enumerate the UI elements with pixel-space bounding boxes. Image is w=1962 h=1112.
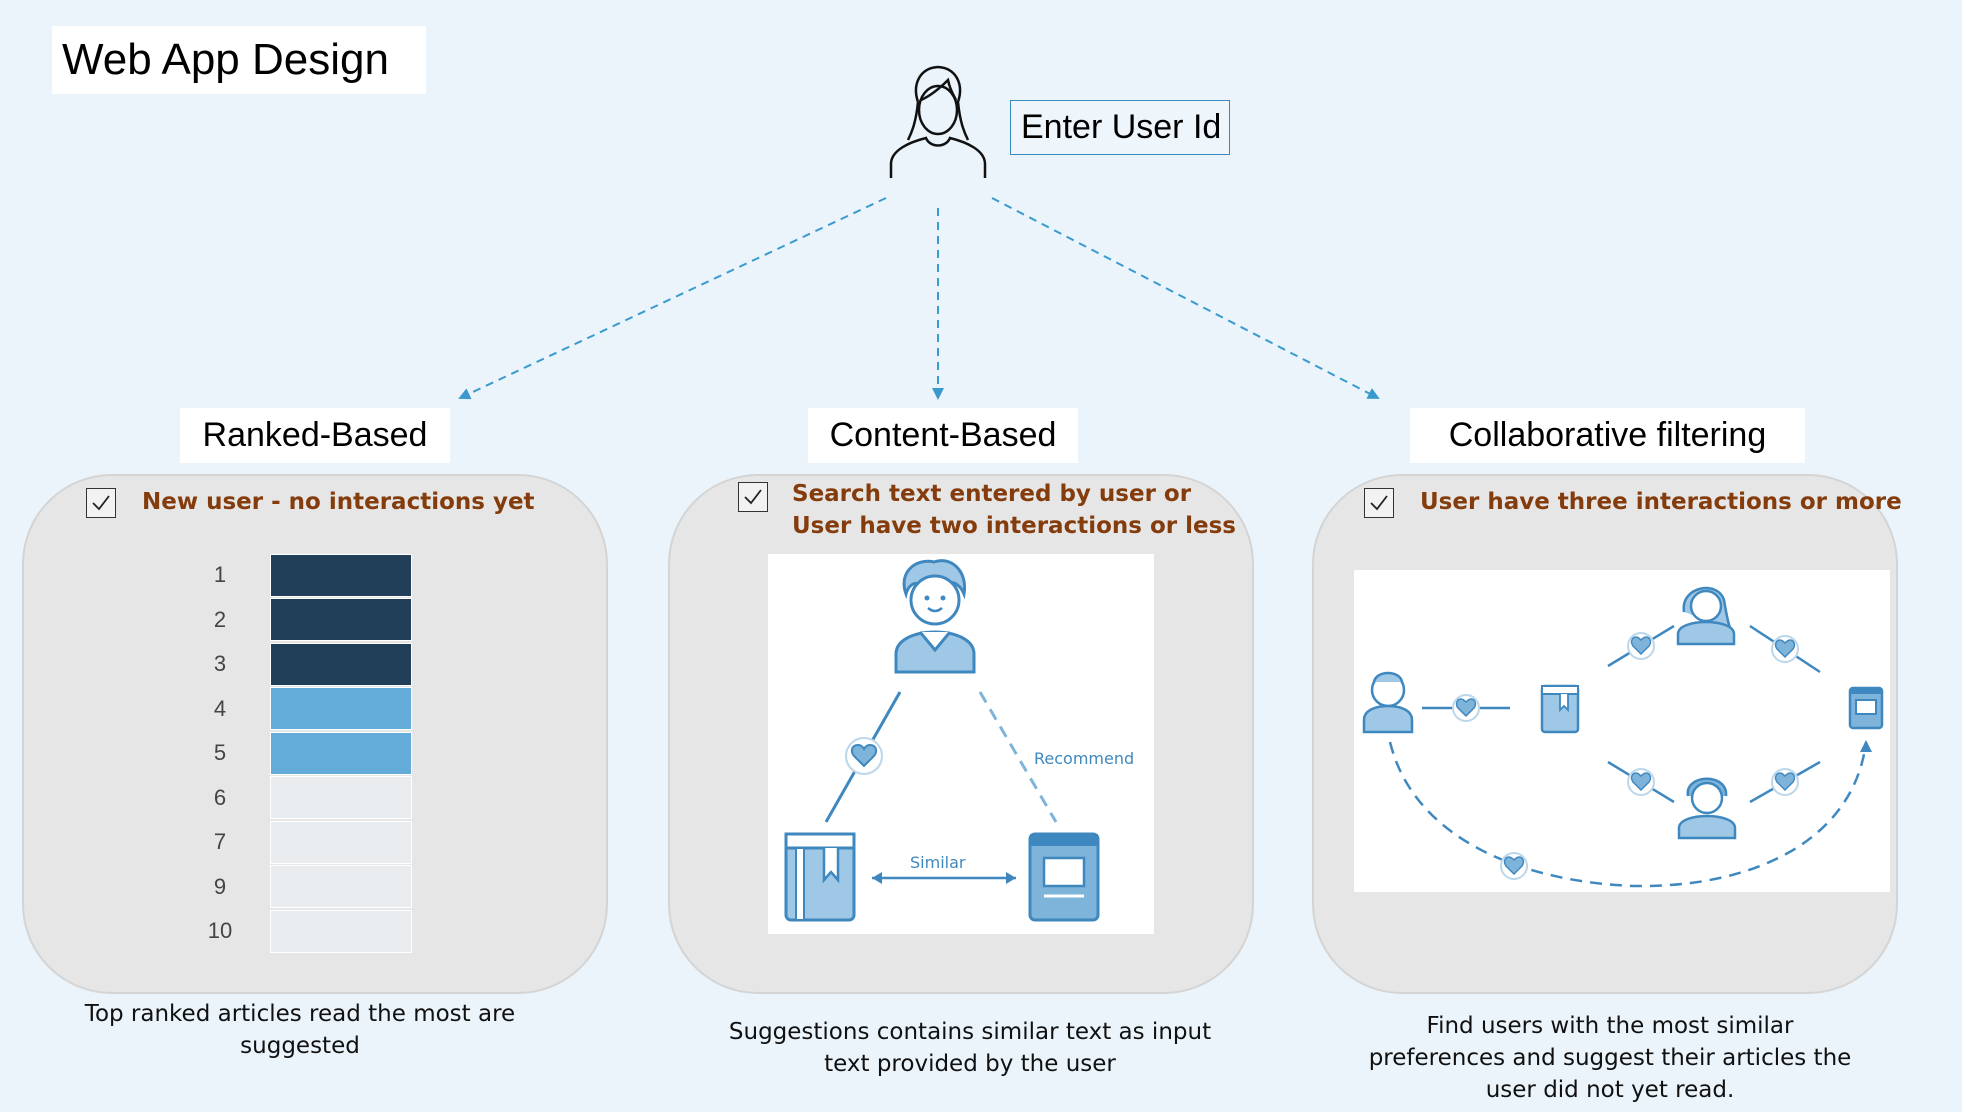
rank-row: 3 (200, 642, 412, 687)
rank-number: 9 (213, 873, 227, 899)
heart-icon (1627, 768, 1655, 796)
collab-caption-line1: Find users with the most similar (1426, 1013, 1794, 1039)
heart-icon (1771, 768, 1799, 796)
rank-bar (270, 598, 412, 642)
rank-bar (270, 865, 412, 909)
panel-content-based: Search text entered by user or User have… (668, 474, 1254, 994)
heart-icon (1771, 635, 1799, 663)
collab-caption-line2: preferences and suggest their articles t… (1368, 1045, 1852, 1071)
rank-bar (270, 687, 412, 731)
rank-number: 2 (213, 606, 227, 632)
rank-number: 5 (213, 740, 227, 766)
rank-row: 9 (200, 865, 412, 910)
ranked-caption-line2: suggested (240, 1033, 360, 1059)
content-caption-line2: text provided by the user (824, 1051, 1116, 1077)
rank-number: 3 (213, 651, 227, 677)
heading-content-based: Content-Based (808, 408, 1078, 463)
book-icon (1540, 684, 1580, 734)
rank-bar (270, 909, 412, 953)
rank-row: 10 (200, 909, 412, 954)
content-caption: Suggestions contains similar text as inp… (700, 1016, 1240, 1080)
page-title: Web App Design (52, 26, 426, 94)
flow-arrows (458, 197, 1380, 400)
content-caption-line1: Suggestions contains similar text as inp… (728, 1019, 1212, 1045)
ranked-condition: New user - no interactions yet (142, 489, 535, 515)
heading-ranked-based: Ranked-Based (180, 408, 450, 463)
heart-icon (1500, 852, 1528, 880)
rank-bar (270, 731, 412, 775)
ranked-caption: Top ranked articles read the most are su… (40, 998, 560, 1062)
rank-bar (270, 820, 412, 864)
content-based-illustration: Recommend Similar (768, 554, 1154, 934)
checkbox-checked-icon (1364, 488, 1394, 518)
rank-row: 1 (200, 553, 412, 598)
user-id-input[interactable]: Enter User Id (1010, 100, 1230, 155)
heart-icon (1452, 694, 1480, 722)
rank-bar (270, 776, 412, 820)
rank-row: 2 (200, 598, 412, 643)
recommend-label: Recommend (1034, 749, 1134, 768)
collab-caption: Find users with the most similar prefere… (1330, 1010, 1890, 1106)
heart-icon (1627, 632, 1655, 660)
book-icon (784, 832, 856, 922)
rank-number: 10 (207, 918, 233, 944)
rank-number: 7 (213, 829, 227, 855)
collab-condition: User have three interactions or more (1420, 489, 1902, 515)
user-icon (1676, 586, 1736, 646)
arrow-to-ranked (458, 197, 887, 400)
user-icon (1677, 777, 1737, 840)
rank-bar (270, 553, 412, 597)
rank-row: 4 (200, 687, 412, 732)
content-condition-line2: User have two interactions or less (792, 513, 1236, 539)
rank-row: 7 (200, 820, 412, 865)
checkbox-checked-icon (738, 482, 768, 512)
rank-bar (270, 642, 412, 686)
rank-row: 5 (200, 731, 412, 776)
rank-number: 4 (213, 695, 227, 721)
article-icon (1848, 686, 1884, 730)
collab-caption-line3: user did not yet read. (1485, 1077, 1735, 1103)
heart-icon (845, 737, 883, 775)
ranked-caption-line1: Top ranked articles read the most are (84, 1001, 516, 1027)
rank-row: 6 (200, 776, 412, 821)
content-condition: Search text entered by user or User have… (792, 478, 1236, 542)
heading-collaborative-filtering: Collaborative filtering (1410, 408, 1805, 463)
similar-label: Similar (910, 853, 966, 872)
panel-collaborative-filtering: User have three interactions or more (1312, 474, 1902, 994)
collaborative-filtering-illustration (1354, 570, 1890, 892)
article-icon (1028, 832, 1100, 922)
rank-number: 6 (213, 784, 227, 810)
checkbox-checked-icon (86, 488, 116, 518)
arrow-to-collab (991, 197, 1380, 399)
rank-list: 1 2 3 4 5 6 7 9 10 (200, 553, 412, 954)
user-icon (889, 65, 987, 178)
user-icon (894, 559, 976, 674)
user-icon (1362, 671, 1414, 734)
rank-number: 1 (213, 562, 227, 588)
content-condition-line1: Search text entered by user or (792, 481, 1192, 507)
